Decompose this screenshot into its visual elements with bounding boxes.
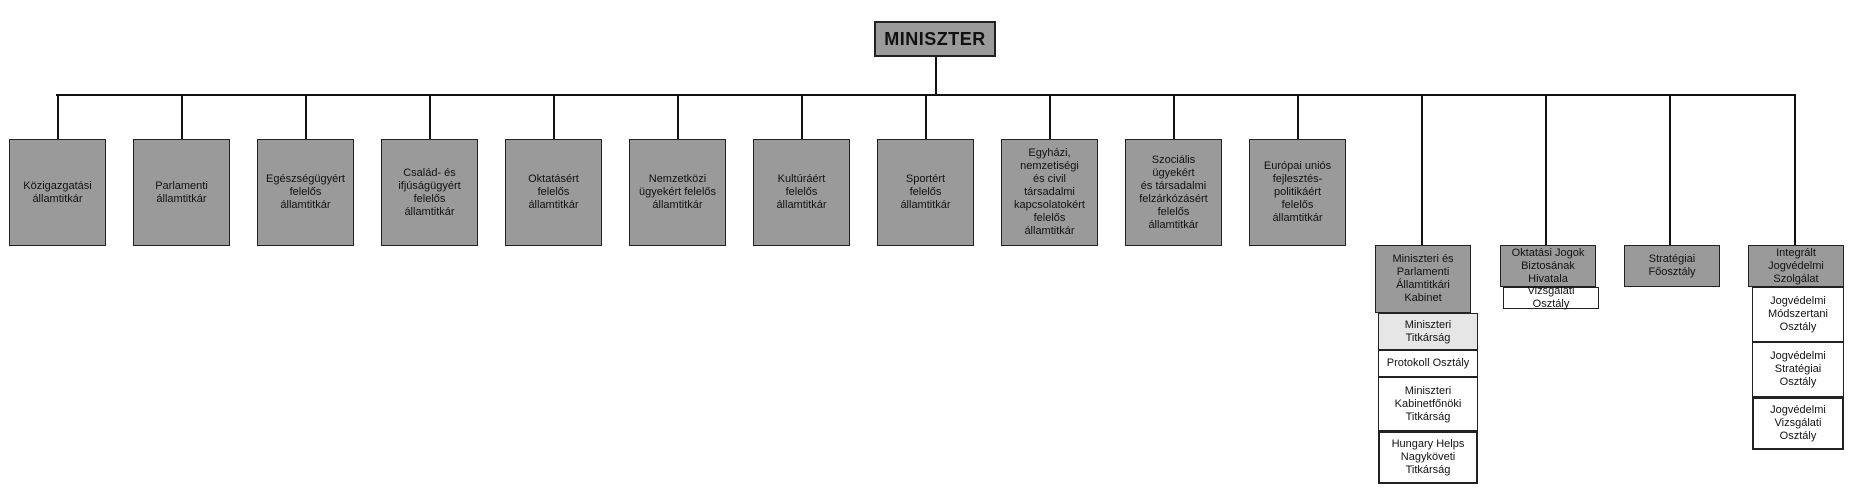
state-secretary-box: Szociális ügyekért és társadalmi felzárk… xyxy=(1125,139,1222,246)
state-secretary-box: Egészségügyért felelős államtitkár xyxy=(257,139,354,246)
state-secretary-label: Szociális ügyekért és társadalmi felzárk… xyxy=(1139,153,1208,231)
drop-line xyxy=(553,95,555,139)
state-secretary-box: Európai uniós fejlesztés- politikáért fe… xyxy=(1249,139,1346,246)
cabinet-sub-box: Miniszteri Titkárság xyxy=(1378,313,1478,350)
state-secretary-label: Nemzetközi ügyekért felelős államtitkár xyxy=(638,173,717,211)
state-secretary-box: Sportért felelős államtitkár xyxy=(877,139,974,246)
education-rights-box: Oktatási Jogok Biztosának Hivatala xyxy=(1500,245,1596,287)
drop-line-long xyxy=(1421,95,1423,245)
drop-line xyxy=(925,95,927,139)
drop-line-long xyxy=(1545,95,1547,245)
state-secretary-box: Közigazgatási államtitkár xyxy=(9,139,106,246)
legal-protection-box: Integrált Jogvédelmi Szolgálat xyxy=(1748,245,1844,287)
cabinet-sub-box: Miniszteri Kabinetfőnöki Titkárság xyxy=(1378,377,1478,431)
root-connector xyxy=(935,55,937,95)
cabinet-sub-box: Protokoll Osztály xyxy=(1378,350,1478,377)
state-secretary-box: Egyházi, nemzetiségi és civil társadalmi… xyxy=(1001,139,1098,246)
state-secretary-label: Egészségügyért felelős államtitkár xyxy=(266,173,345,211)
legal-protection-label: Integrált Jogvédelmi Szolgálat xyxy=(1768,246,1824,285)
legal-protection-sub-box: Jogvédelmi Módszertani Osztály xyxy=(1752,287,1844,342)
drop-line xyxy=(181,95,183,139)
drop-line xyxy=(305,95,307,139)
drop-line xyxy=(801,95,803,139)
cabinet-sub-label: Hungary Helps Nagyköveti Titkárság xyxy=(1391,438,1465,476)
cabinet-sub-label: Protokoll Osztály xyxy=(1386,357,1470,369)
state-secretary-box: Nemzetközi ügyekért felelős államtitkár xyxy=(629,139,726,246)
education-rights-sub-box: Vizsgálati Osztály xyxy=(1503,285,1599,310)
drop-line xyxy=(429,95,431,139)
drop-line xyxy=(1049,95,1051,139)
state-secretary-label: Sportért felelős államtitkár xyxy=(900,173,951,211)
cabinet-sub-label: Miniszteri Titkárság xyxy=(1404,318,1452,344)
legal-protection-sub-label: Jogvédelmi Módszertani Osztály xyxy=(1768,295,1828,333)
state-secretary-label: Közigazgatási államtitkár xyxy=(23,179,92,205)
drop-line xyxy=(57,95,59,139)
state-secretary-label: Kultúráért felelős államtitkár xyxy=(776,173,827,211)
state-secretary-box: Kultúráért felelős államtitkár xyxy=(753,139,850,246)
cabinet-sub-box: Hungary Helps Nagyköveti Titkárság xyxy=(1378,431,1478,484)
cabinet-label: Miniszteri és Parlamenti Államtitkári Ka… xyxy=(1392,253,1454,304)
drop-line xyxy=(1297,95,1299,139)
drop-line-long xyxy=(1669,95,1671,245)
drop-line xyxy=(1173,95,1175,139)
state-secretary-label: Család- és ifjúságügyért felelős államti… xyxy=(398,166,461,218)
legal-protection-sub-label: Jogvédelmi Stratégiai Osztály xyxy=(1770,350,1826,388)
legal-protection-sub-label: Jogvédelmi Vizsgálati Osztály xyxy=(1770,404,1826,442)
cabinet-box: Miniszteri és Parlamenti Államtitkári Ka… xyxy=(1375,245,1471,313)
minister-label: MINISZTER xyxy=(884,29,986,49)
legal-protection-sub-box: Jogvédelmi Vizsgálati Osztály xyxy=(1752,397,1844,450)
drop-line xyxy=(677,95,679,139)
state-secretary-label: Oktatásért felelős államtitkár xyxy=(528,173,579,211)
education-rights-sub-label: Vizsgálati Osztály xyxy=(1527,285,1575,310)
cabinet-sub-label: Miniszteri Kabinetfőnöki Titkárság xyxy=(1394,384,1462,423)
state-secretary-box: Parlamenti államtitkár xyxy=(133,139,230,246)
state-secretary-label: Európai uniós fejlesztés- politikáért fe… xyxy=(1263,160,1332,224)
state-secretary-box: Oktatásért felelős államtitkár xyxy=(505,139,602,246)
state-secretary-label: Egyházi, nemzetiségi és civil társadalmi… xyxy=(1014,147,1085,237)
legal-protection-sub-box: Jogvédelmi Stratégiai Osztály xyxy=(1752,342,1844,397)
state-secretary-box: Család- és ifjúságügyért felelős államti… xyxy=(381,139,478,246)
strategic-box: Stratégiai Főosztály xyxy=(1624,245,1720,287)
state-secretary-label: Parlamenti államtitkár xyxy=(155,179,208,205)
education-rights-label: Oktatási Jogok Biztosának Hivatala xyxy=(1511,246,1585,285)
strategic-label: Stratégiai Főosztály xyxy=(1648,253,1696,278)
minister-box: MINISZTER xyxy=(874,21,996,57)
drop-line-long xyxy=(1794,95,1796,245)
